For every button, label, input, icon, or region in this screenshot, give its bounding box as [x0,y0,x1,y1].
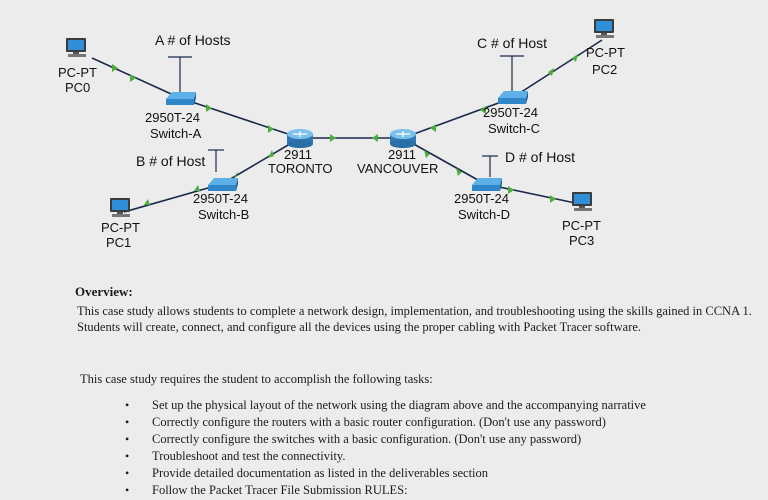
link-indicator-arrow [430,124,436,132]
tasks-intro: This case study requires the student to … [80,372,433,386]
list-item: Set up the physical layout of the networ… [125,398,646,415]
list-item: Correctly configure the switches with a … [125,432,646,449]
pc2-name-label: PC2 [592,62,618,77]
link-indicator-arrow [268,125,274,133]
router-vancouver-icon[interactable] [390,129,416,148]
overview-paragraph: This case study allows students to compl… [77,304,752,334]
hosts-d-label: D # of Host [505,149,576,165]
link-indicator-arrow [268,150,274,158]
link-indicator-arrow [130,74,136,82]
list-item: Correctly configure the routers with a b… [125,415,646,432]
pc1-name-label: PC1 [106,235,132,250]
pc3-icon[interactable] [572,192,592,211]
router-toronto-model-label: 2911 [284,147,312,162]
router-toronto-icon[interactable] [287,129,313,148]
pc0-icon[interactable] [66,38,86,57]
link-vancouver-switch-d [402,137,486,185]
link-indicator-arrow [112,64,118,72]
pc1-icon[interactable] [110,198,130,217]
link-indicator-arrow [548,68,554,76]
switch-b-model-label: 2950T-24 [193,191,248,206]
hosts-b-label: B # of Host [136,153,206,169]
switch-d-name-label: Switch-D [458,207,511,222]
hosts-c-label: C # of Host [477,35,548,51]
router-vancouver-model-label: 2911 [388,147,416,162]
router-vancouver-name-label: VANCOUVER [357,161,439,176]
link-indicator-arrow [550,195,556,203]
switch-a-icon[interactable] [166,92,196,105]
link-indicator-arrow [144,199,150,205]
link-indicator-arrow [372,134,378,142]
switch-d-model-label: 2950T-24 [454,191,509,206]
pc3-name-label: PC3 [569,233,595,248]
switch-d-icon[interactable] [472,178,502,191]
link-pc1-switch-b [123,183,223,213]
link-switch-c-pc2 [511,39,603,99]
switch-c-name-label: Switch-C [488,121,541,136]
pc3-type-label: PC-PT [562,218,601,233]
switch-c-icon[interactable] [498,91,528,104]
switch-a-name-label: Switch-A [150,126,202,141]
router-toronto-name-label: TORONTO [268,161,333,176]
link-indicator-arrow [456,168,462,176]
link-indicator-arrow [480,106,486,114]
link-switch-a-toronto [179,97,301,139]
switch-c-model-label: 2950T-24 [483,105,538,120]
link-indicator-arrow [508,186,514,194]
switch-a-model-label: 2950T-24 [145,110,200,125]
pc1-type-label: PC-PT [101,220,140,235]
link-indicator-arrow [206,104,212,112]
list-item: Troubleshoot and test the connectivity. [125,449,646,466]
task-list: Set up the physical layout of the networ… [125,398,646,500]
pc2-icon[interactable] [594,19,614,38]
switch-b-icon[interactable] [208,178,238,191]
link-indicator-arrow [424,150,430,158]
link-indicator-arrow [330,134,336,142]
pc0-type-label: PC-PT [58,65,97,80]
list-item: Follow the Packet Tracer File Submission… [125,483,646,500]
overview-heading: Overview: [75,284,133,299]
hosts-a-label: A # of Hosts [155,32,231,48]
topology-canvas [66,19,614,217]
switch-b-name-label: Switch-B [198,207,250,222]
link-indicators [112,54,578,205]
link-indicator-arrow [572,54,578,62]
link-vancouver-switch-c [402,97,513,139]
host-stubs [168,55,524,177]
pc2-type-label: PC-PT [586,45,625,60]
overview-section: Overview: This case study allows student… [0,280,768,498]
list-item: Provide detailed documentation as listed… [125,466,646,483]
pc0-name-label: PC0 [65,80,91,95]
link-indicator-arrow [194,185,200,191]
